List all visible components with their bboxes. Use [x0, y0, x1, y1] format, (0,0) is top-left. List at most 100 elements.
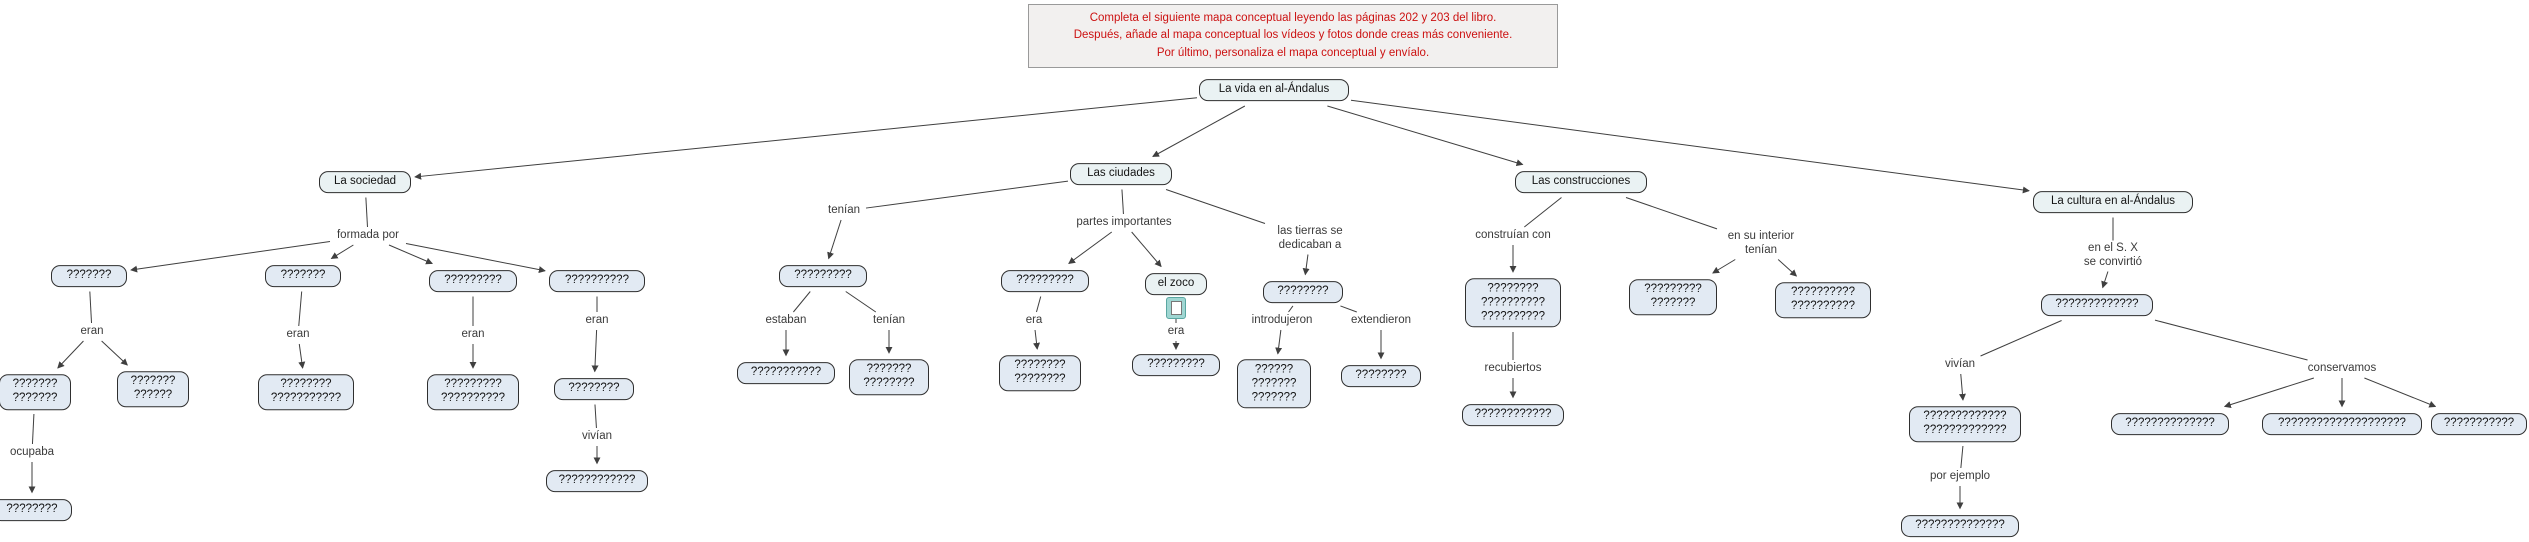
concept-node-s4cc[interactable]: ????????????	[546, 470, 648, 492]
concept-node-c1a[interactable]: ???????????	[737, 362, 835, 384]
edge-s4c-p_vivian1	[594, 404, 597, 429]
edge-p_tenian1-c1	[827, 219, 842, 260]
linking-phrase-p_tierras[interactable]: las tierras se dedicaban a	[1275, 225, 1345, 253]
concept-node-root[interactable]: La vida en al-Ándalus	[1199, 79, 1349, 101]
edge-p_vivian2-u2	[1958, 373, 1966, 401]
concept-node-ciudades[interactable]: Las ciudades	[1070, 163, 1172, 185]
concept-node-s3[interactable]: ?????????	[429, 270, 517, 292]
edge-s2-p_eran2	[298, 291, 303, 327]
concept-node-s4c[interactable]: ????????	[554, 378, 634, 400]
edge-c2-p_era1	[1035, 296, 1042, 313]
edge-c1-p_estaban	[793, 291, 811, 313]
edge-root-sociedad	[414, 97, 1198, 180]
concept-node-u2a[interactable]: ??????????????	[1901, 515, 2019, 537]
linking-phrase-p_extendieron[interactable]: extendieron	[1348, 314, 1414, 328]
instructions-note[interactable]: Completa el siguiente mapa conceptual le…	[1028, 4, 1558, 68]
edge-sociedad-p_formada	[365, 197, 368, 228]
linking-phrase-p_tenian1[interactable]: tenían	[826, 204, 862, 218]
concept-node-s2[interactable]: ???????	[265, 265, 341, 287]
edge-root-cultura	[1350, 99, 2030, 194]
instructions-line-3: Por último, personaliza el mapa conceptu…	[1156, 46, 1430, 59]
concept-node-c1[interactable]: ?????????	[779, 265, 867, 287]
edge-s1-p_eran1	[89, 291, 93, 324]
concept-node-c1b[interactable]: ??????? ????????	[849, 359, 929, 395]
instructions-line-2: Después, añade al mapa conceptual los ví…	[1073, 29, 1513, 42]
edge-p_sx-u1	[2101, 271, 2109, 289]
concept-node-s2c[interactable]: ???????? ???????????	[258, 374, 354, 410]
edge-ciudades-p_tierras	[1165, 189, 1266, 224]
linking-phrase-p_era1[interactable]: era	[1023, 314, 1045, 328]
concept-node-u5[interactable]: ???????????	[2431, 413, 2527, 435]
linking-phrase-p_conservamos[interactable]: conservamos	[2305, 362, 2379, 376]
concept-node-c4a[interactable]: ?????? ??????? ???????	[1237, 359, 1311, 409]
edge-c1-p_tenian2	[845, 291, 877, 313]
linking-phrase-p_construian[interactable]: construían con	[1473, 229, 1553, 243]
linking-phrase-p_eran4[interactable]: eran	[583, 314, 611, 328]
edge-p_partes-c2	[1068, 231, 1113, 265]
concept-node-cultura[interactable]: La cultura en al-Ándalus	[2033, 191, 2193, 213]
edge-p_interior-k3	[1777, 259, 1798, 277]
edge-p_eran2-s2c	[298, 343, 306, 369]
concept-node-c4b[interactable]: ????????	[1341, 365, 1421, 387]
edge-root-ciudades	[1152, 105, 1246, 157]
edge-p_eran1-s1c2	[101, 340, 128, 366]
linking-phrase-p_eran3[interactable]: eran	[459, 328, 487, 342]
edge-p_formada-s1	[130, 240, 331, 273]
concept-node-sociedad[interactable]: La sociedad	[319, 171, 411, 193]
edge-u2-p_porejemplo	[1960, 445, 1964, 469]
edge-u1-p_vivian2	[1980, 320, 2062, 357]
edge-construcciones-p_interior	[1625, 197, 1718, 230]
concept-node-zoco[interactable]: el zoco	[1145, 273, 1207, 295]
edge-ciudades-p_partes	[1121, 189, 1124, 215]
edge-p_tierras-c4	[1302, 254, 1310, 276]
linking-phrase-p_sx[interactable]: en el S. X se convirtió	[2081, 242, 2145, 270]
linking-phrase-p_vivian1[interactable]: vivían	[579, 430, 615, 444]
concept-node-u4[interactable]: ????????????????????	[2262, 413, 2422, 435]
concept-node-s1[interactable]: ???????	[51, 265, 127, 287]
linking-phrase-p_recubiertos[interactable]: recubiertos	[1482, 362, 1544, 376]
resource-page-glyph	[1170, 301, 1182, 315]
concept-node-c3a[interactable]: ?????????	[1132, 354, 1220, 376]
linking-phrase-p_porejemplo[interactable]: por ejemplo	[1927, 470, 1993, 484]
edge-s1c1-p_ocupaba	[31, 413, 35, 445]
concept-node-c2a[interactable]: ???????? ????????	[999, 355, 1081, 391]
concept-node-s1c2[interactable]: ??????? ??????	[117, 371, 189, 407]
edge-construcciones-p_construian	[1524, 197, 1562, 228]
concept-node-s4[interactable]: ??????????	[549, 270, 645, 292]
linking-phrase-p_eran2[interactable]: eran	[284, 328, 312, 342]
edge-c4-p_introdujeron	[1288, 305, 1294, 313]
linking-phrase-p_era2[interactable]: era	[1165, 325, 1187, 339]
edge-p_eran4-s4c	[591, 329, 599, 373]
concept-node-c4[interactable]: ????????	[1263, 281, 1343, 303]
edge-p_formada-s3	[388, 244, 433, 265]
concept-node-k2[interactable]: ????????? ???????	[1629, 279, 1717, 315]
edge-p_conservamos-u3	[2223, 377, 2315, 408]
linking-phrase-p_formada[interactable]: formada por	[334, 229, 402, 243]
concept-node-s3c[interactable]: ????????? ??????????	[427, 374, 519, 410]
linking-phrase-p_estaban[interactable]: estaban	[763, 314, 809, 328]
concept-node-s1c1c[interactable]: ????????	[0, 499, 72, 521]
linking-phrase-p_introdujeron[interactable]: introdujeron	[1249, 314, 1315, 328]
linking-phrase-p_ocupaba[interactable]: ocupaba	[7, 446, 57, 460]
edge-ciudades-p_tenian1	[865, 180, 1069, 209]
edge-p_era1-c2a	[1033, 329, 1041, 350]
edge-p_introdujeron-c4a	[1275, 329, 1283, 355]
concept-node-construcciones[interactable]: Las construcciones	[1515, 171, 1647, 193]
zoco-resource-icon[interactable]	[1166, 297, 1186, 319]
linking-phrase-p_partes[interactable]: partes importantes	[1074, 216, 1174, 230]
concept-node-u3[interactable]: ??????????????	[2111, 413, 2229, 435]
concept-node-k3[interactable]: ?????????? ??????????	[1775, 282, 1871, 318]
concept-node-u1[interactable]: ?????????????	[2041, 294, 2153, 316]
concept-node-k1[interactable]: ???????? ?????????? ??????????	[1465, 278, 1561, 328]
linking-phrase-p_vivian2[interactable]: vivían	[1942, 358, 1978, 372]
concept-node-u2[interactable]: ????????????? ?????????????	[1909, 406, 2021, 442]
concept-node-k1a[interactable]: ????????????	[1462, 404, 1564, 426]
edge-root-construcciones	[1327, 105, 1524, 167]
linking-phrase-p_interior[interactable]: en su interior tenían	[1725, 230, 1797, 258]
edge-p_interior-k2	[1712, 259, 1736, 274]
linking-phrase-p_eran1[interactable]: eran	[78, 325, 106, 339]
linking-phrase-p_tenian2[interactable]: tenían	[871, 314, 907, 328]
concept-node-c2[interactable]: ?????????	[1001, 270, 1089, 292]
concept-node-s1c1[interactable]: ??????? ???????	[0, 374, 71, 410]
